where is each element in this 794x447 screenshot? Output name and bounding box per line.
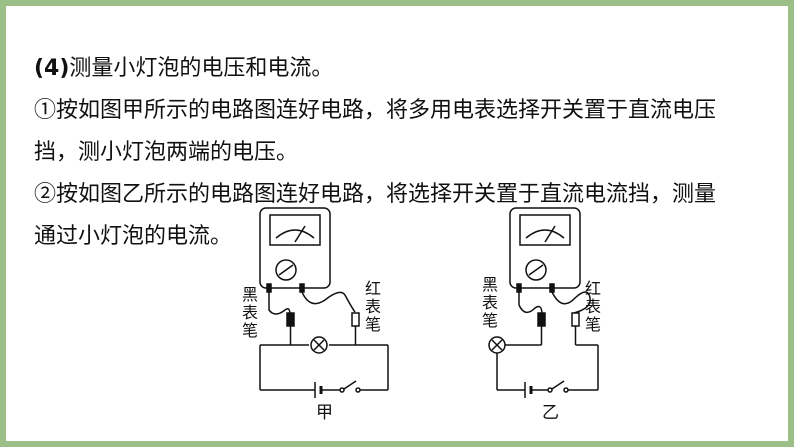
meter-dial-window [519,214,571,246]
selector-knob [275,259,297,281]
circuit-diagram-yi: 黑 表 笔 红 表 笔 乙 [482,207,601,423]
red-probe-label-3: 笔 [365,315,381,334]
switch-lever [343,380,357,390]
black-probe-label-2: 表 [242,303,258,322]
item-number: (4) [34,56,70,81]
multimeter-body [509,207,581,289]
line-text: 测量小灯泡的电压和电流。 [69,56,334,81]
text-line-2: ①按如图甲所示的电路图连好电路，将多用电表选择开关置于直流电压 [34,90,774,132]
red-probe-tip [571,312,580,327]
black-probe-label-1: 黑 [482,275,498,294]
red-probe-tip [351,312,360,327]
text-block: (4)测量小灯泡的电压和电流。 ①按如图甲所示的电路图连好电路，将多用电表选择开… [34,48,774,258]
line-text: ②按如图乙所示的电路图连好电路，将选择开关置于直流电流挡，测量 [34,182,717,207]
switch-lever [551,380,565,390]
text-line-3: 挡，测小灯泡两端的电压。 [34,132,774,174]
multimeter-body [259,207,331,289]
selector-knob [525,259,547,281]
text-line-5: 通过小灯泡的电流。 [34,216,774,258]
line-text: 通过小灯泡的电流。 [34,224,233,249]
red-probe-label-1: 红 [365,279,381,298]
black-probe-tip [537,312,546,327]
black-probe-label-1: 黑 [242,285,258,304]
black-probe-label-2: 表 [482,293,498,312]
line-text: 挡，测小灯泡两端的电压。 [34,140,299,165]
black-probe-label-3: 笔 [242,321,258,340]
circuit-diagram-jia: 黑 表 笔 红 表 笔 甲 [242,207,389,423]
black-probe-tip [286,312,295,327]
red-probe-label-2: 表 [365,297,381,316]
meter-dial-window [269,214,321,246]
text-line-1: (4)测量小灯泡的电压和电流。 [34,48,774,90]
line-text: ①按如图甲所示的电路图连好电路，将多用电表选择开关置于直流电压 [34,98,717,123]
text-line-4: ②按如图乙所示的电路图连好电路，将选择开关置于直流电流挡，测量 [34,174,774,216]
figure-caption: 乙 [542,403,559,423]
red-probe-label-1: 红 [585,279,601,298]
red-probe-label-3: 笔 [585,315,601,334]
bulb [310,336,328,354]
figure-caption: 甲 [316,403,333,423]
red-probe-label-2: 表 [585,297,601,316]
black-probe-label-3: 笔 [482,311,498,330]
